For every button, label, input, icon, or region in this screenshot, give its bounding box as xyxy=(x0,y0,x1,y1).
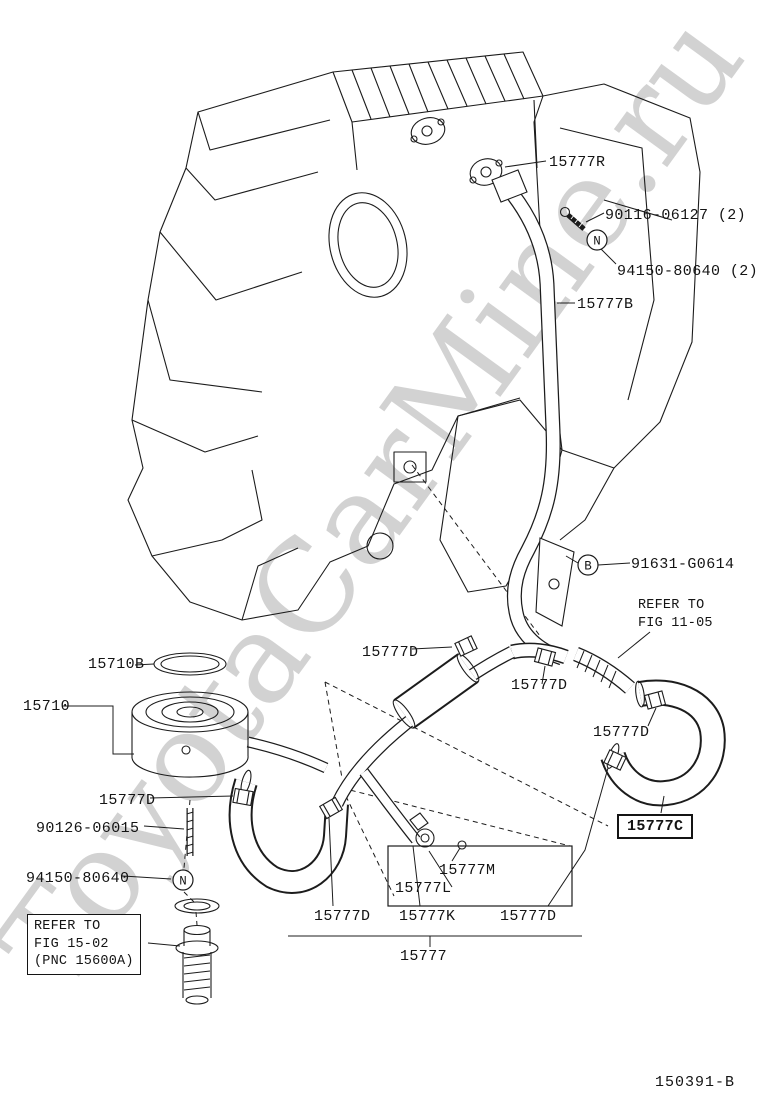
oil-cooler-piping xyxy=(228,169,726,894)
oil-cooler-15710 xyxy=(131,652,249,778)
part-label-15777b: 15777B xyxy=(577,296,634,313)
figure-code: 150391-B xyxy=(655,1074,736,1091)
engine-opening xyxy=(328,192,408,298)
part-label-15777: 15777 xyxy=(400,948,448,965)
part-label-15777d-6: 15777D xyxy=(500,908,557,925)
part-label-15777d-4: 15777D xyxy=(99,792,156,809)
symbol-n-top-circle xyxy=(586,229,608,251)
note-line: REFER TO xyxy=(638,598,705,613)
part-label-94150-80640-top: 94150-80640 (2) xyxy=(617,263,759,280)
valve-cover xyxy=(332,51,544,123)
note-line: FIG 11-05 xyxy=(638,615,713,631)
symbol-b: B xyxy=(584,560,592,574)
part-label-15777m: 15777M xyxy=(439,862,496,879)
gasket-15777r xyxy=(469,158,503,186)
symbol-n-bottom-circle xyxy=(172,869,194,891)
leader-lines xyxy=(62,160,665,947)
part-label-94150-80640-bottom: 94150-80640 xyxy=(26,870,130,887)
part-label-15777k: 15777K xyxy=(399,908,456,925)
engine-block-outline xyxy=(127,71,521,621)
part-label-15710: 15710 xyxy=(23,698,71,715)
symbol-b-circle xyxy=(577,554,599,576)
stud-and-plug xyxy=(174,808,220,1005)
note-line: (PNC 15600A) xyxy=(34,954,134,970)
part-label-15777c-highlighted: 15777C xyxy=(617,814,694,839)
part-label-15777d-1: 15777D xyxy=(362,644,419,661)
note-refer-fig-15-02: REFER TO FIG 15-02 (PNC 15600A) xyxy=(27,914,141,975)
part-label-15710b: 15710B xyxy=(88,656,145,673)
part-label-90126-06015: 90126-06015 xyxy=(36,820,140,837)
sensor-ball-icon xyxy=(457,840,467,850)
note-line: REFER TO xyxy=(34,919,101,934)
bolt-90116-icon xyxy=(559,206,586,231)
part-label-15777d-2: 15777D xyxy=(511,677,568,694)
symbol-n-top: N xyxy=(593,235,601,249)
part-label-90116-06127: 90116-06127 (2) xyxy=(605,207,747,224)
part-label-15777r: 15777R xyxy=(549,154,606,171)
gasket-upper xyxy=(410,117,446,145)
part-label-15777d-3: 15777D xyxy=(593,724,650,741)
hose-clamps xyxy=(232,635,667,820)
part-label-15777l: 15777L xyxy=(395,880,452,897)
part-label-15777d-5: 15777D xyxy=(314,908,371,925)
note-line: FIG 15-02 xyxy=(34,936,109,952)
part-label-91631-g0614: 91631-G0614 xyxy=(631,556,735,573)
oil-temp-sensor xyxy=(409,812,467,850)
note-refer-fig-11-05: REFER TO FIG 11-05 xyxy=(638,597,713,632)
sensor-group-box xyxy=(387,845,573,907)
symbol-n-bottom: N xyxy=(179,875,187,889)
